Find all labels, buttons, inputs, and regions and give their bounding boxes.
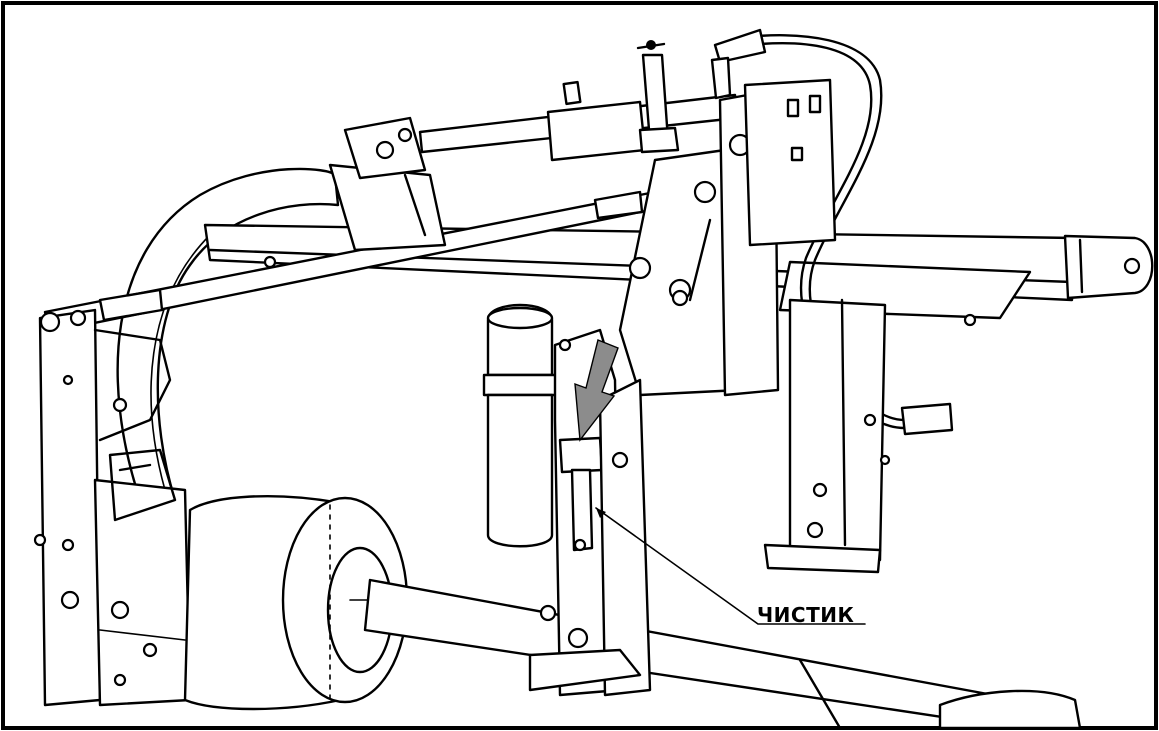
drive-shaft [363, 578, 1082, 730]
vertical-handle [636, 40, 680, 154]
left-clamp [328, 116, 447, 252]
right-plates [718, 78, 887, 574]
callout-leader [595, 507, 866, 625]
wiper-bracket [528, 328, 652, 697]
central-mount [618, 148, 742, 397]
fasteners [33, 255, 977, 547]
drum [183, 494, 409, 711]
arrow-down-icon [574, 339, 619, 442]
gearbox [93, 448, 192, 707]
callout-label-cleaner: ЧИСТИК [757, 603, 855, 627]
canister [482, 303, 558, 548]
left-vertical-bar [38, 308, 172, 707]
